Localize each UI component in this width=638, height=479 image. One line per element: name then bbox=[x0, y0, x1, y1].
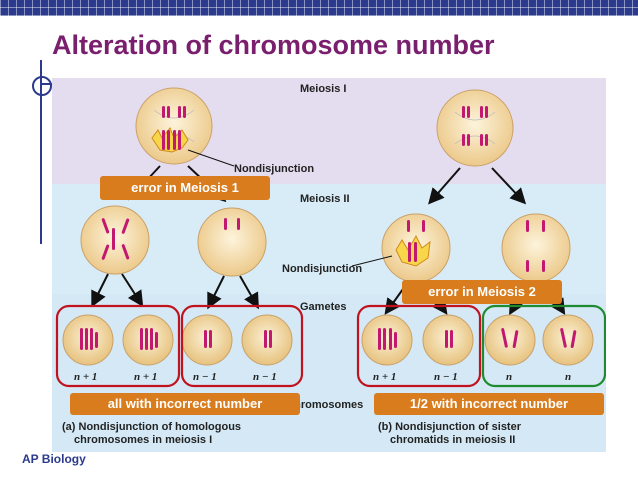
nondisjunction-pointer-right bbox=[351, 255, 393, 267]
arrow-g2 bbox=[121, 273, 144, 308]
box-left-pair-1 bbox=[55, 304, 181, 388]
arrow-m1-right-a bbox=[428, 167, 461, 205]
meiosis1-cell-left bbox=[135, 87, 213, 165]
meiosis-figure: Meiosis I Meiosis II Gametes Nondisjunct… bbox=[52, 78, 606, 452]
slide-title: Alteration of chromosome number bbox=[52, 30, 495, 60]
meiosis1-label: Meiosis I bbox=[300, 83, 346, 95]
gamete-5 bbox=[361, 314, 413, 366]
nondisjunction-pointer-top bbox=[187, 149, 235, 167]
nondisjunction-label-right: Nondisjunction bbox=[282, 263, 362, 275]
callout-half-incorrect: 1/2 with incorrect number bbox=[374, 393, 604, 415]
meiosis2-cell-4 bbox=[501, 213, 571, 283]
box-right-error bbox=[356, 304, 482, 388]
caption-b: (b) Nondisjunction of sister chromatids … bbox=[378, 421, 524, 446]
gamete-label-3: n − 1 bbox=[193, 371, 217, 383]
gamete-8 bbox=[542, 314, 594, 366]
gamete-7 bbox=[484, 314, 536, 366]
gametes-label: Gametes bbox=[300, 301, 346, 313]
footer-course-label: AP Biology bbox=[22, 452, 86, 466]
gamete-label-2: n + 1 bbox=[134, 371, 157, 383]
arrow-g4 bbox=[239, 275, 259, 310]
meiosis1-cell-right bbox=[436, 89, 514, 167]
meiosis2-label: Meiosis II bbox=[300, 193, 350, 205]
top-decoration-bar bbox=[0, 0, 638, 16]
gamete-label-7: n bbox=[506, 371, 512, 383]
gamete-label-5: n + 1 bbox=[373, 371, 396, 383]
gamete-label-1: n + 1 bbox=[74, 371, 97, 383]
caption-a-line: chromosomes in meiosis I bbox=[74, 434, 212, 446]
arrow-m1-right-b bbox=[491, 167, 527, 205]
crosshair-icon bbox=[32, 76, 52, 96]
box-right-normal bbox=[481, 304, 606, 388]
gamete-label-6: n − 1 bbox=[434, 371, 458, 383]
gamete-1 bbox=[62, 314, 114, 366]
gamete-6 bbox=[422, 314, 474, 366]
callout-error-meiosis1: error in Meiosis 1 bbox=[100, 176, 270, 200]
decorative-vertical-line bbox=[40, 60, 42, 244]
caption-b-line: (b) Nondisjunction of sister bbox=[378, 421, 522, 433]
meiosis2-cell-1 bbox=[80, 205, 150, 275]
caption-a: (a) Nondisjunction of homologous chromos… bbox=[62, 421, 244, 446]
gamete-3 bbox=[181, 314, 233, 366]
callout-all-incorrect: all with incorrect number bbox=[70, 393, 300, 415]
caption-b-line: chromatids in meiosis II bbox=[390, 434, 515, 446]
arrow-g3 bbox=[207, 275, 225, 310]
callout-error-meiosis2: error in Meiosis 2 bbox=[402, 280, 562, 304]
caption-a-line: (a) Nondisjunction of homologous bbox=[62, 421, 241, 433]
meiosis2-cell-2 bbox=[197, 207, 267, 277]
gamete-2 bbox=[122, 314, 174, 366]
box-left-pair-2 bbox=[180, 304, 304, 388]
nondisjunction-label-top: Nondisjunction bbox=[234, 163, 314, 175]
arrow-g1 bbox=[91, 273, 109, 308]
gamete-label-4: n − 1 bbox=[253, 371, 277, 383]
gamete-label-8: n bbox=[565, 371, 571, 383]
meiosis2-cell-3 bbox=[381, 213, 451, 283]
gamete-4 bbox=[241, 314, 293, 366]
